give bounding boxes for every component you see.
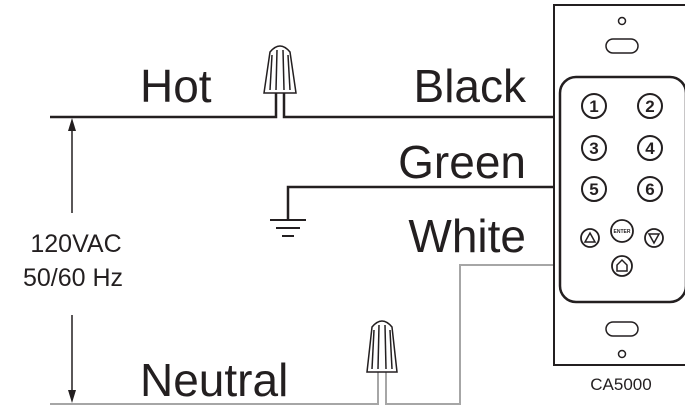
up-arrow-button[interactable]: [580, 228, 600, 248]
button-label: 2: [645, 97, 654, 116]
keypad-button-5[interactable]: 5: [581, 176, 607, 202]
keypad-button-2[interactable]: 2: [637, 93, 663, 119]
home-button[interactable]: [611, 255, 633, 277]
ground-symbol-icon: [270, 219, 306, 237]
enter-button[interactable]: ENTER: [610, 219, 634, 243]
screw-hole-top: [617, 16, 627, 26]
wire-nut-icon: [263, 45, 297, 94]
green-label: Green: [398, 136, 526, 188]
enter-label: ENTER: [614, 229, 631, 235]
white-label: White: [408, 210, 526, 262]
black-label: Black: [414, 60, 527, 112]
button-label: 3: [589, 139, 598, 158]
down-arrow-icon: [647, 233, 661, 245]
button-label: 4: [645, 139, 655, 158]
neutral-wire: [50, 372, 379, 405]
down-arrow-button[interactable]: [644, 228, 664, 248]
white-wire: [385, 264, 558, 405]
mount-slot-bottom: [605, 321, 639, 337]
wire-nut-icon: [366, 320, 398, 373]
hot-label: Hot: [140, 60, 212, 112]
keypad-button-3[interactable]: 3: [581, 135, 607, 161]
hot-wire: [50, 93, 558, 119]
ground-wire: [286, 185, 558, 220]
button-label: 6: [645, 180, 654, 199]
neutral-label: Neutral: [140, 354, 288, 406]
keypad-button-6[interactable]: 6: [637, 176, 663, 202]
button-label: 5: [589, 180, 598, 199]
voltage-dimension-arrow: [68, 118, 76, 403]
up-arrow-icon: [583, 231, 597, 243]
keypad-button-4[interactable]: 4: [637, 135, 663, 161]
home-icon: [616, 258, 628, 272]
button-label: 1: [589, 97, 598, 116]
keypad-button-1[interactable]: 1: [581, 93, 607, 119]
mount-slot-top: [605, 38, 639, 54]
model-label: CA5000: [590, 375, 651, 394]
frequency-label: 50/60 Hz: [23, 264, 123, 292]
voltage-label: 120VAC: [30, 230, 121, 258]
screw-hole-bottom: [617, 349, 627, 359]
